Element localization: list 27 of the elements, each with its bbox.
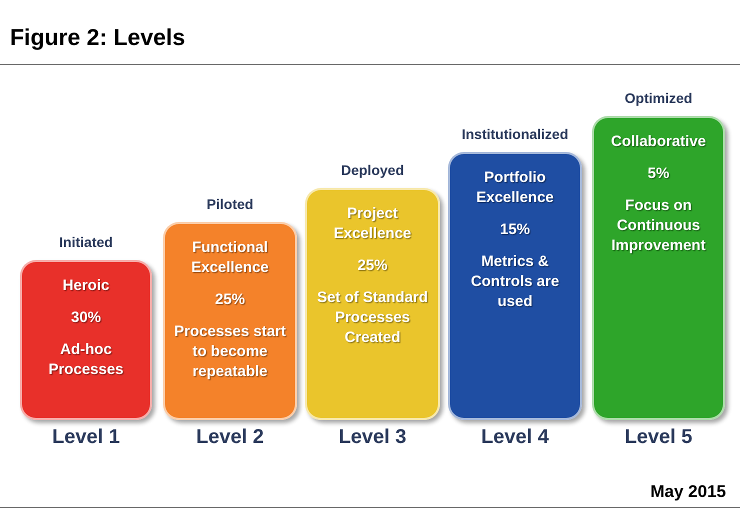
level-description: Processes start to become repeatable	[173, 322, 287, 382]
level-label: Level 1	[51, 426, 121, 449]
level-theme: Collaborative	[610, 132, 708, 152]
figure-title: Figure 2: Levels	[10, 24, 186, 51]
source-note: May 2015	[650, 482, 726, 502]
percentage-text: 15%	[498, 220, 532, 240]
level-description: Metrics & Controls are used	[470, 252, 560, 312]
level-theme: Project Excellence	[332, 204, 412, 244]
percentage-text: 25%	[214, 290, 246, 310]
level-heading: Deployed	[340, 162, 405, 178]
level-heading: Optimized	[624, 90, 694, 106]
level-label: Level 4	[480, 426, 550, 449]
level-description: Ad-hoc Processes	[47, 340, 125, 380]
level-heading: Initiated	[58, 234, 114, 250]
level-theme: Portfolio Excellence	[475, 168, 555, 208]
level-theme: Functional Excellence	[190, 238, 270, 278]
level-label: Level 2	[195, 426, 265, 449]
percentage-text: 25%	[356, 256, 389, 276]
level-description: Set of Standard Processes Created	[316, 288, 429, 348]
level-label: Level 5	[624, 426, 694, 449]
level-heading: Institutionalized	[460, 126, 570, 142]
level-theme: Heroic	[62, 276, 110, 296]
level-description: Focus on Continuous Improvement	[610, 196, 707, 256]
percentage-text: 5%	[646, 164, 670, 184]
level-label: Level 3	[338, 426, 408, 449]
percentage-text: 30%	[70, 308, 102, 328]
level-heading: Piloted	[206, 196, 254, 212]
